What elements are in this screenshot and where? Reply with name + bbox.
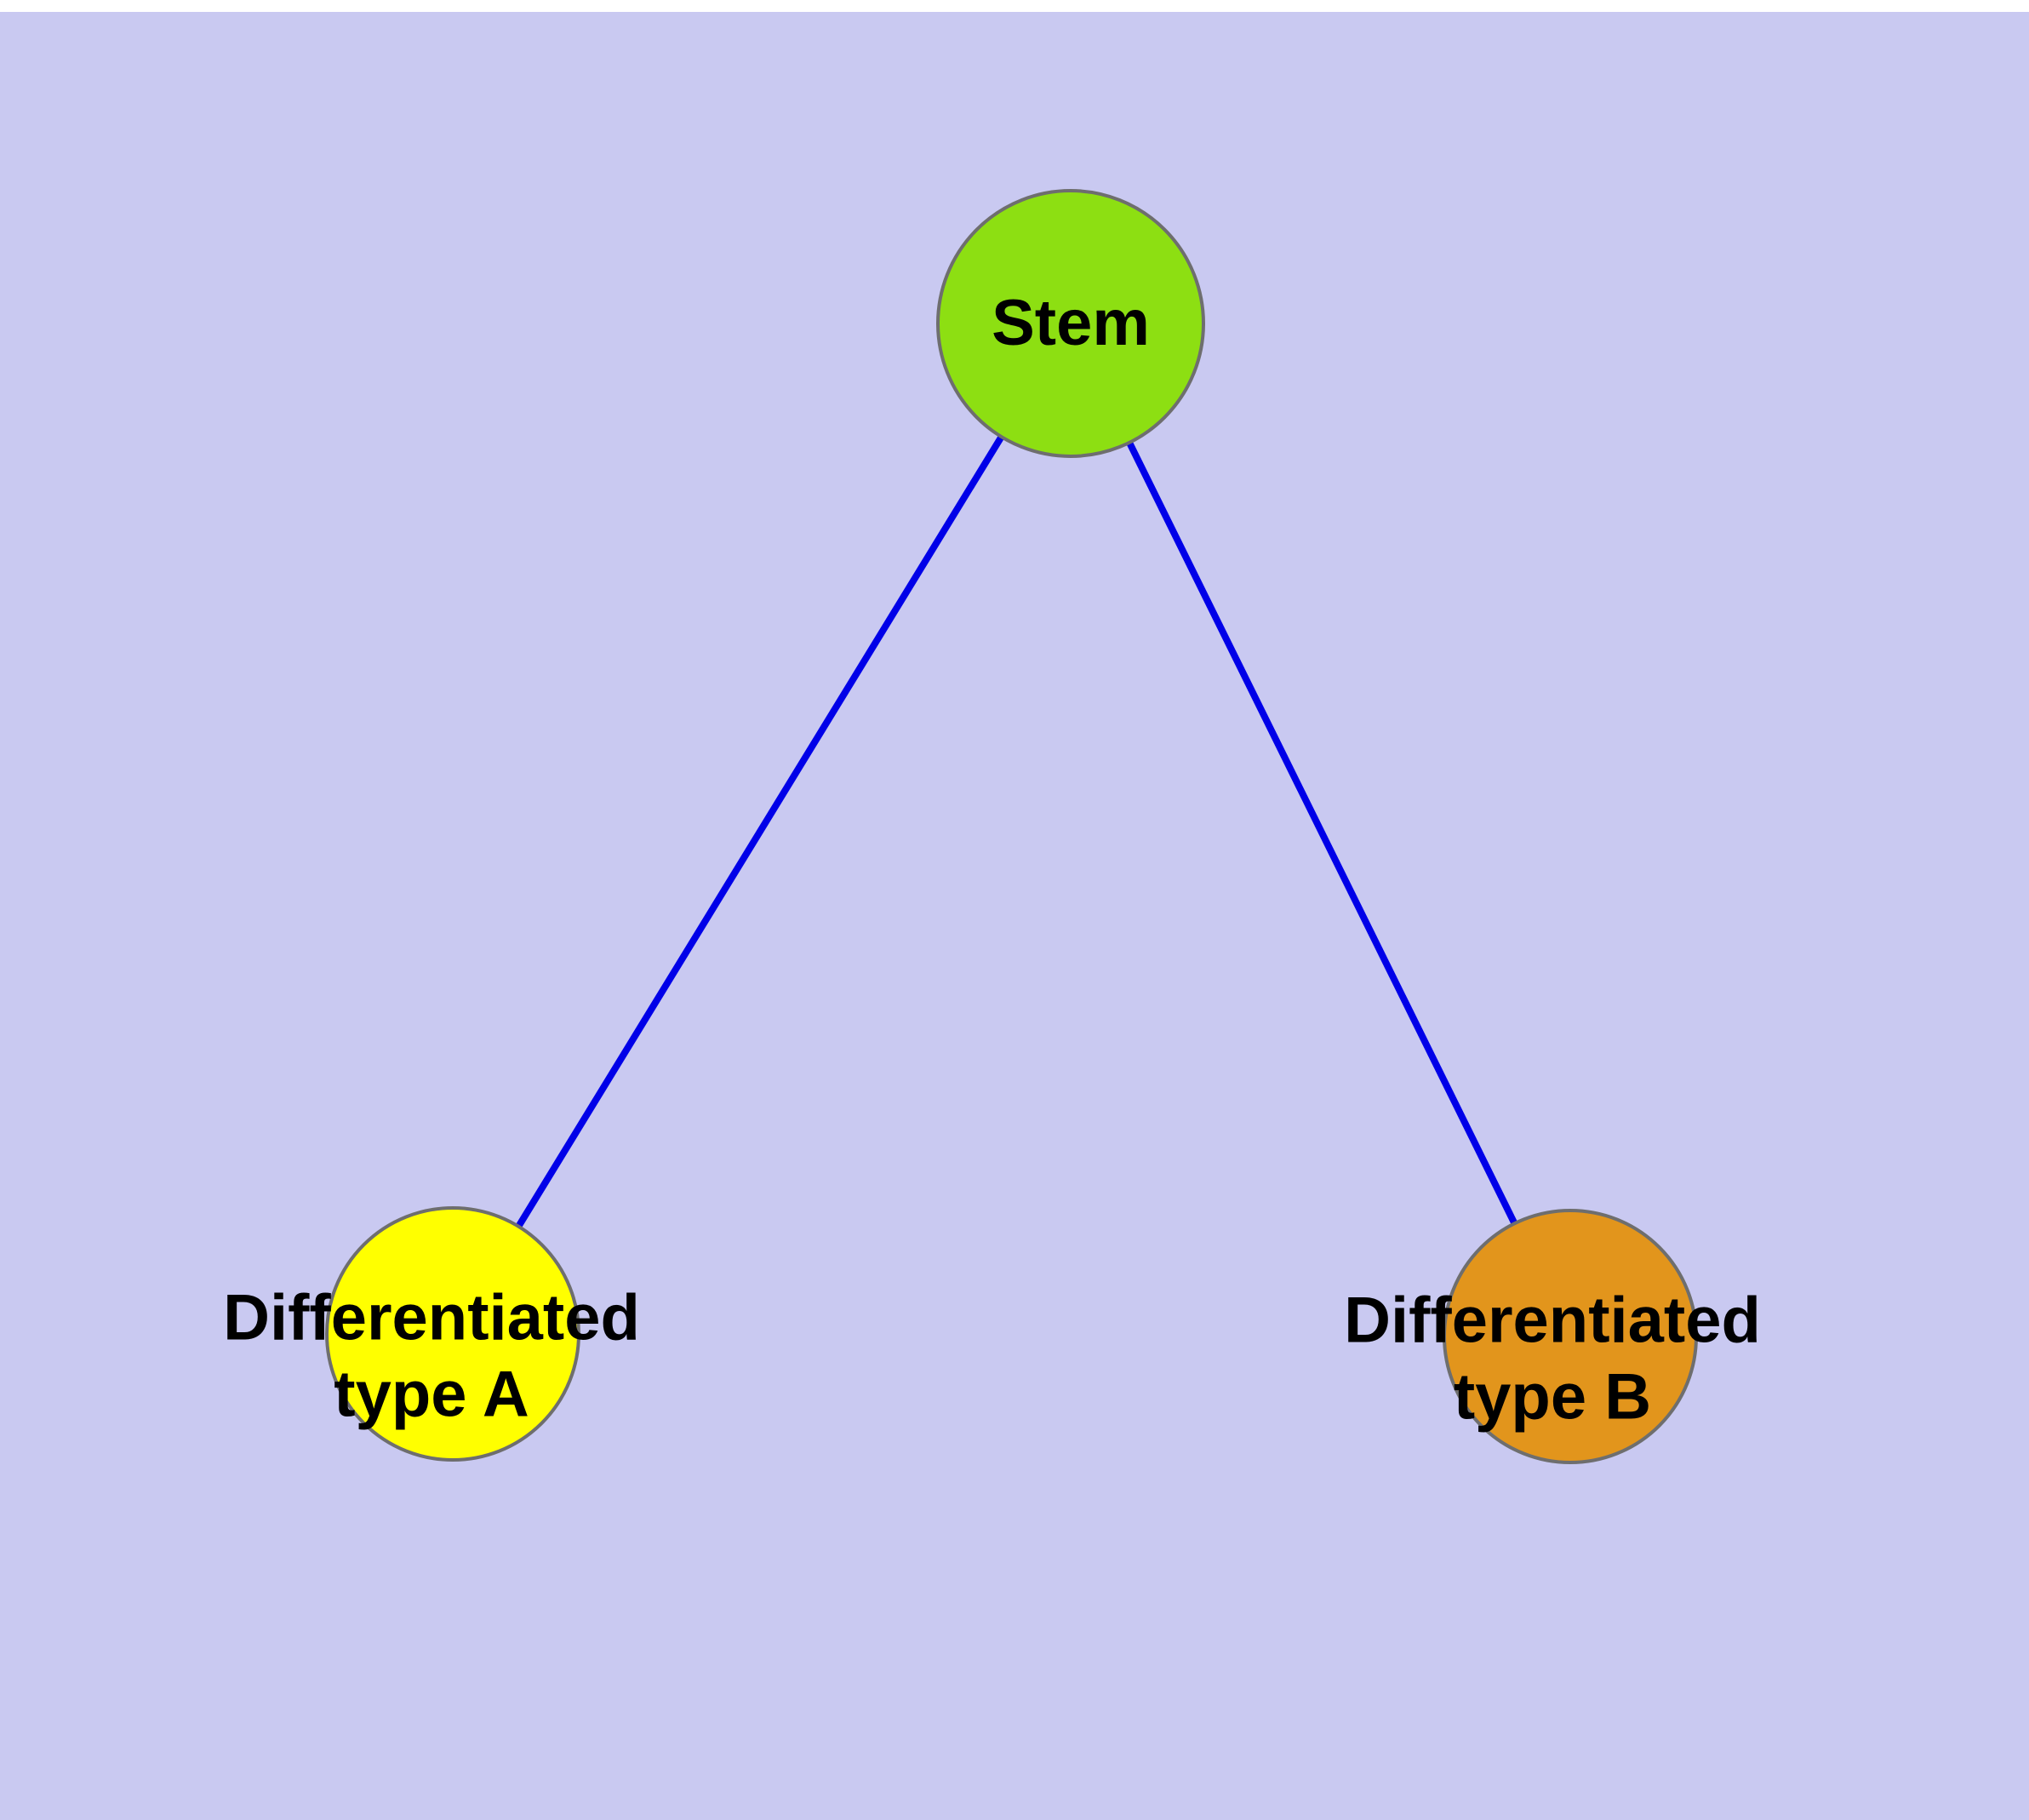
node-differentiated-type-b <box>1443 1209 1698 1464</box>
edge-stem-to-type-b <box>1067 322 1574 1338</box>
node-label-differentiated-type-a: Differentiated type A <box>223 1281 640 1430</box>
node-label-differentiated-type-b: Differentiated type B <box>1344 1284 1761 1433</box>
node-stem <box>936 189 1205 458</box>
node-differentiated-type-a <box>325 1206 580 1462</box>
edge-stem-to-type-a <box>449 321 1074 1336</box>
node-label-stem: Stem <box>992 287 1150 360</box>
top-margin-strip <box>0 0 2029 12</box>
